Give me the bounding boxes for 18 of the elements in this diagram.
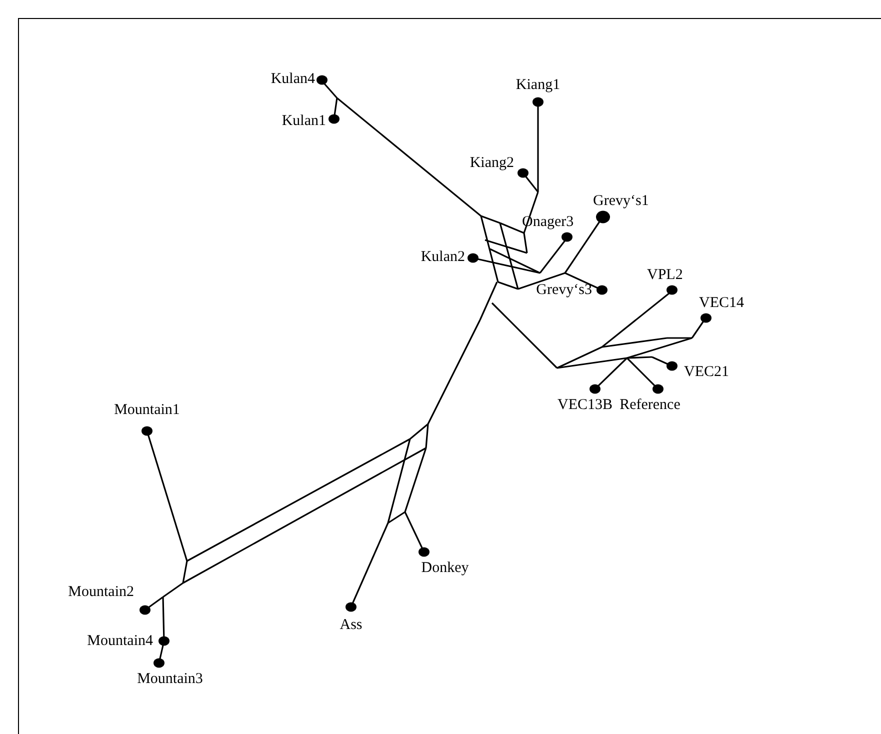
taxon-label: VEC14 [699,294,744,312]
taxon-label: VEC21 [684,364,729,380]
taxon-label: Mountain4 [87,632,153,650]
taxon-label: Mountain1 [114,402,180,418]
taxon-label: Kulan2 [420,248,465,266]
taxon-label: Donkey [421,560,469,576]
taxon-label: Ass [340,616,362,634]
taxon-label: Kulan4 [270,70,315,88]
taxon-label: Grevy‘s1 [593,192,649,210]
taxon-label: VPL2 [647,266,683,284]
taxon-label: Mountain3 [137,670,203,688]
taxon-label: VEC13B [557,396,612,414]
taxon-label: Kiang1 [516,76,560,94]
taxon-label: Kulan1 [282,112,326,130]
taxon-label: Kiang2 [470,154,514,172]
taxon-label: Mountain2 [68,584,134,600]
taxon-label: Grevy‘s3 [536,282,592,298]
taxon-label: Reference [620,396,680,414]
